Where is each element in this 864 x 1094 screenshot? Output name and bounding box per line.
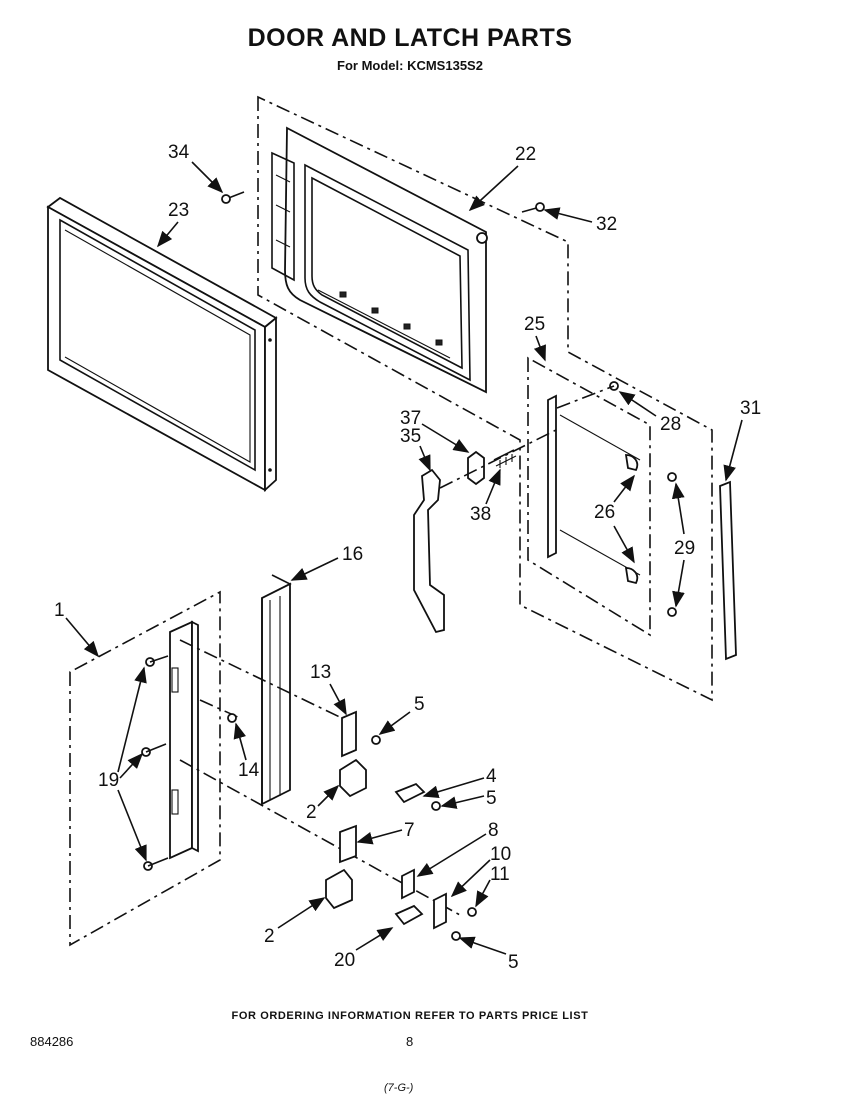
latch-bracket-1 — [141, 620, 199, 871]
callout-5-top: 5 — [414, 694, 425, 715]
switch-8 — [401, 868, 415, 900]
callout-5-middle: 5 — [486, 788, 497, 809]
callout-22: 22 — [515, 144, 536, 165]
trim-strip-31 — [719, 480, 737, 661]
hinge-bracket-25 — [547, 381, 677, 617]
switch-bracket-13 — [341, 710, 381, 758]
callout-25: 25 — [524, 314, 545, 335]
callout-37: 37 — [400, 408, 421, 429]
door-assembly-boundary — [257, 95, 713, 702]
callout-5-bottom: 5 — [508, 952, 519, 973]
insulator-7 — [339, 824, 357, 864]
callout-7: 7 — [404, 820, 415, 841]
callout-19: 19 — [98, 770, 119, 791]
latch-assembly-1-boundary — [69, 590, 221, 947]
callout-8: 8 — [488, 820, 499, 841]
ordering-note: FOR ORDERING INFORMATION REFER TO PARTS … — [231, 1010, 589, 1022]
bottom-note: (7-G-) — [384, 1082, 414, 1094]
callout-1: 1 — [54, 600, 65, 621]
callout-16: 16 — [342, 544, 363, 565]
callout-38: 38 — [470, 504, 491, 525]
callout-4: 4 — [486, 766, 497, 787]
callout-29: 29 — [674, 538, 695, 559]
callout-2-lower: 2 — [264, 926, 275, 947]
callout-14: 14 — [238, 760, 260, 781]
door-outer-panel — [46, 196, 278, 493]
callout-31: 31 — [740, 398, 761, 419]
callout-23: 23 — [168, 200, 189, 221]
callout-20: 20 — [334, 950, 355, 971]
screw-34 — [221, 191, 245, 204]
hinge-assembly-25-boundary — [527, 356, 651, 637]
model-subtitle: For Model: KCMS135S2 — [337, 58, 483, 73]
callout-11: 11 — [490, 864, 510, 885]
page-title: DOOR AND LATCH PARTS — [247, 24, 573, 52]
door-inner-frame — [271, 126, 488, 394]
callout-2-upper: 2 — [306, 802, 317, 823]
callout-34: 34 — [168, 142, 190, 163]
page-number: 8 — [406, 1034, 414, 1049]
leader-lines — [65, 161, 743, 955]
actuator-2-lower — [325, 868, 353, 910]
screw-32 — [521, 202, 545, 213]
screw-14 — [227, 713, 237, 723]
latch-lever-35 — [413, 427, 561, 634]
callout-10: 10 — [490, 844, 511, 865]
callout-32: 32 — [596, 214, 617, 235]
callout-35: 35 — [400, 426, 421, 447]
actuator-2-upper — [339, 758, 367, 798]
switch-20 — [394, 904, 424, 926]
callout-26: 26 — [594, 502, 615, 523]
latch-channel-16 — [261, 574, 292, 806]
callout-28: 28 — [660, 414, 681, 435]
switch-4 — [394, 782, 441, 811]
bracket-10 — [433, 892, 477, 941]
callout-13: 13 — [310, 662, 331, 683]
document-number: 884286 — [30, 1034, 74, 1049]
